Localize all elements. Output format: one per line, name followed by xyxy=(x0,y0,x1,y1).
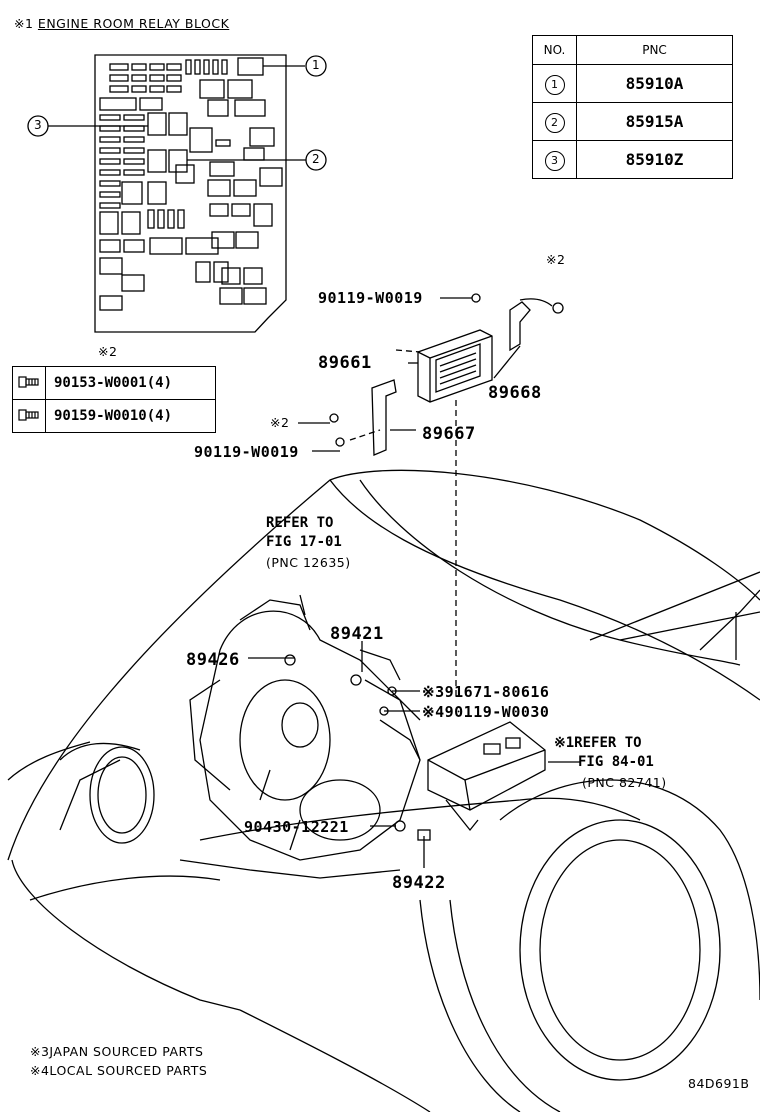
pnc-row-no: 2 xyxy=(544,112,565,133)
refer-17-01-line2: FIG 17-01 xyxy=(266,534,342,550)
note-mark-2-top: ※2 xyxy=(546,252,566,267)
relay-block-title: ※1 ENGINE ROOM RELAY BLOCK xyxy=(14,16,229,31)
part-90430-12221: 90430-12221 xyxy=(244,818,349,836)
pnc-table: NO. PNC 1 85910A 2 85915A 3 85910Z xyxy=(532,35,733,179)
relay-block-title-text: ENGINE ROOM RELAY BLOCK xyxy=(37,16,230,31)
refer-17-01-line3: (PNC 12635) xyxy=(266,555,351,570)
relay-box-drawing xyxy=(427,721,546,832)
pnc-header-pnc: PNC xyxy=(576,35,733,65)
refer-84-01-line3: (PNC 82741) xyxy=(582,775,667,790)
pnc-table-row: 3 85910Z xyxy=(532,140,733,179)
part-89667: 89667 xyxy=(422,424,476,444)
part-89422: 89422 xyxy=(392,873,446,893)
part-90119-w0030: ※490119-W0030 xyxy=(422,703,550,721)
pnc-row-value: 85910Z xyxy=(576,140,733,179)
part-89668: 89668 xyxy=(488,383,542,403)
callout-2: 2 xyxy=(312,152,320,166)
part-90119-w0019-left: 90119-W0019 xyxy=(194,443,299,461)
car-body-drawing xyxy=(7,469,760,1112)
part-90119-w0019-top: 90119-W0019 xyxy=(318,289,423,307)
pnc-table-row: 1 85910A xyxy=(532,64,733,103)
bolt-part-number: 90159-W0010(4) xyxy=(45,399,216,433)
ecu-drawing xyxy=(329,293,564,456)
figure-id: 84D691B xyxy=(688,1076,750,1091)
footnote-local-sourced: ※4LOCAL SOURCED PARTS xyxy=(30,1063,208,1078)
part-91671-80616: ※391671-80616 xyxy=(422,683,550,701)
bolt-table-row: 90159-W0010(4) xyxy=(12,399,216,433)
bolt-table-row: 90153-W0001(4) xyxy=(12,366,216,400)
pnc-table-header: NO. PNC xyxy=(532,35,733,65)
callout-3: 3 xyxy=(34,118,42,132)
bolt-icon xyxy=(18,408,39,421)
footnote-japan-sourced: ※3JAPAN SOURCED PARTS xyxy=(30,1044,204,1059)
relay-block-drawing xyxy=(94,54,287,333)
refer-84-01-line2: FIG 84-01 xyxy=(578,754,654,770)
pnc-header-no: NO. xyxy=(532,35,577,65)
callout-1: 1 xyxy=(312,58,320,72)
engine-drawing xyxy=(189,599,421,861)
pnc-row-value: 85910A xyxy=(576,64,733,103)
pnc-row-no: 3 xyxy=(544,150,565,171)
refer-17-01-line1: REFER TO xyxy=(266,515,334,531)
bolt-table-note-mark: ※2 xyxy=(98,344,118,359)
pnc-row-value: 85915A xyxy=(576,102,733,141)
part-89426: 89426 xyxy=(186,650,240,670)
pnc-row-no: 1 xyxy=(544,74,565,95)
part-89661: 89661 xyxy=(318,353,372,373)
part-89421: 89421 xyxy=(330,624,384,644)
refer-84-01-line1: ※1REFER TO xyxy=(554,735,642,751)
bolt-table: 90153-W0001(4) 90159-W0010(4) xyxy=(12,366,216,433)
bolt-part-number: 90153-W0001(4) xyxy=(45,366,216,400)
relay-block-note-mark: ※1 xyxy=(14,16,34,31)
pnc-table-row: 2 85915A xyxy=(532,102,733,141)
note-mark-2-left: ※2 xyxy=(270,415,290,430)
bolt-icon xyxy=(18,375,39,388)
